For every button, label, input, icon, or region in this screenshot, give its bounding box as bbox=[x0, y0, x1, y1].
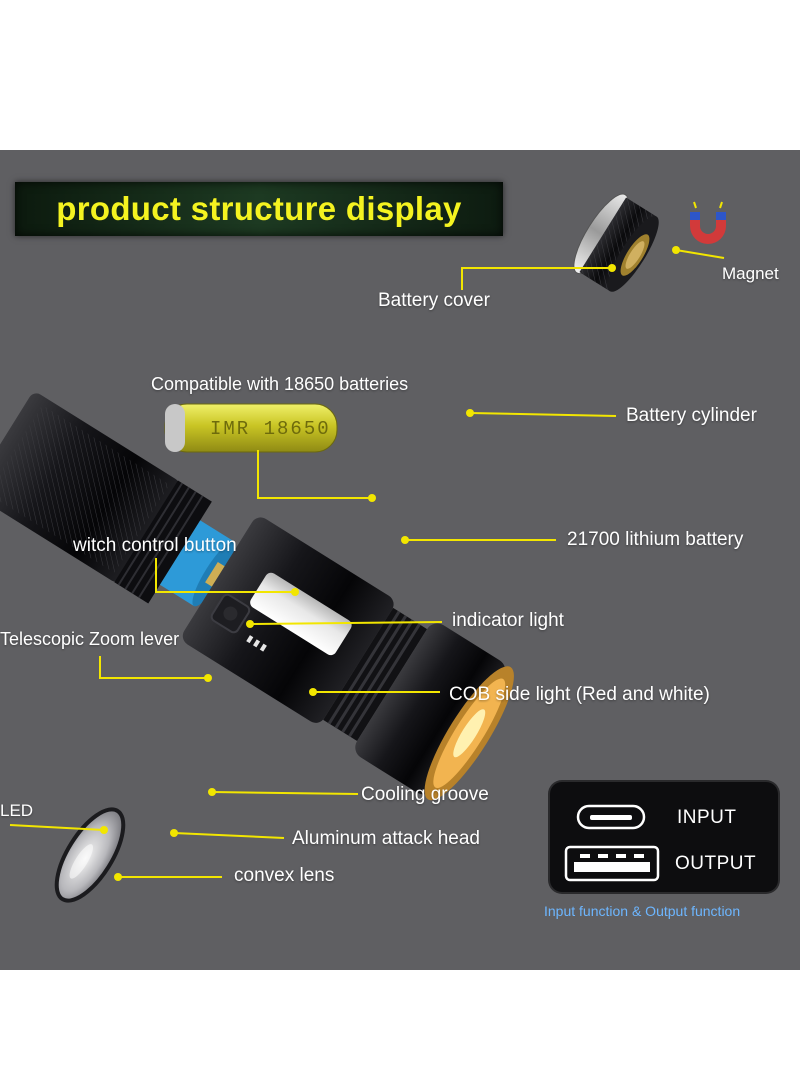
product-panel: IMR 18650 bbox=[0, 150, 800, 970]
callout-switch bbox=[155, 558, 295, 593]
callout-magnet bbox=[675, 249, 725, 259]
label-magnet: Magnet bbox=[722, 264, 779, 283]
callout-zoom bbox=[99, 656, 208, 679]
port-caption: Input function & Output function bbox=[544, 903, 741, 919]
page-title: product structure display bbox=[56, 190, 462, 227]
label-cooling-groove: Cooling groove bbox=[361, 784, 489, 805]
label-led: LED bbox=[0, 801, 34, 820]
usb-a-port-icon bbox=[564, 845, 660, 882]
label-zoom-lever: Telescopic Zoom lever bbox=[0, 629, 180, 649]
callout-attack-head bbox=[173, 832, 285, 839]
label-switch-button: witch control button bbox=[73, 535, 237, 556]
label-battery-cover: Battery cover bbox=[378, 290, 490, 311]
convex-lens bbox=[54, 807, 126, 903]
usb-c-port-icon bbox=[576, 804, 646, 830]
callout-lines bbox=[9, 249, 725, 878]
label-convex-lens: convex lens bbox=[234, 865, 335, 886]
tail-cap bbox=[573, 193, 659, 292]
label-attack-head: Aluminum attack head bbox=[292, 828, 480, 849]
callout-led bbox=[9, 824, 105, 831]
battery-18650: IMR 18650 bbox=[164, 403, 338, 453]
input-label: INPUT bbox=[677, 807, 737, 828]
output-label: OUTPUT bbox=[675, 853, 757, 874]
callout-cooling bbox=[211, 791, 359, 795]
label-battery-cylinder: Battery cylinder bbox=[626, 405, 757, 426]
callout-dots bbox=[100, 246, 680, 881]
callout-compatible bbox=[257, 450, 372, 499]
label-compatible: Compatible with 18650 batteries bbox=[151, 374, 409, 394]
callout-battery-cylinder bbox=[469, 412, 617, 417]
callout-battery-cover bbox=[461, 267, 612, 290]
callout-indicator bbox=[249, 621, 443, 625]
label-lithium-battery: 21700 lithium battery bbox=[567, 529, 744, 550]
flashlight-body bbox=[0, 393, 514, 801]
label-cob-light: COB side light (Red and white) bbox=[449, 684, 710, 705]
flashlight-illustration: IMR 18650 bbox=[0, 193, 726, 903]
title-banner: product structure display bbox=[15, 182, 503, 236]
label-indicator-light: indicator light bbox=[452, 610, 564, 631]
port-card: INPUT OUTPUT bbox=[550, 782, 778, 892]
battery-print-text: IMR 18650 bbox=[210, 418, 331, 440]
magnet-icon bbox=[690, 201, 726, 244]
